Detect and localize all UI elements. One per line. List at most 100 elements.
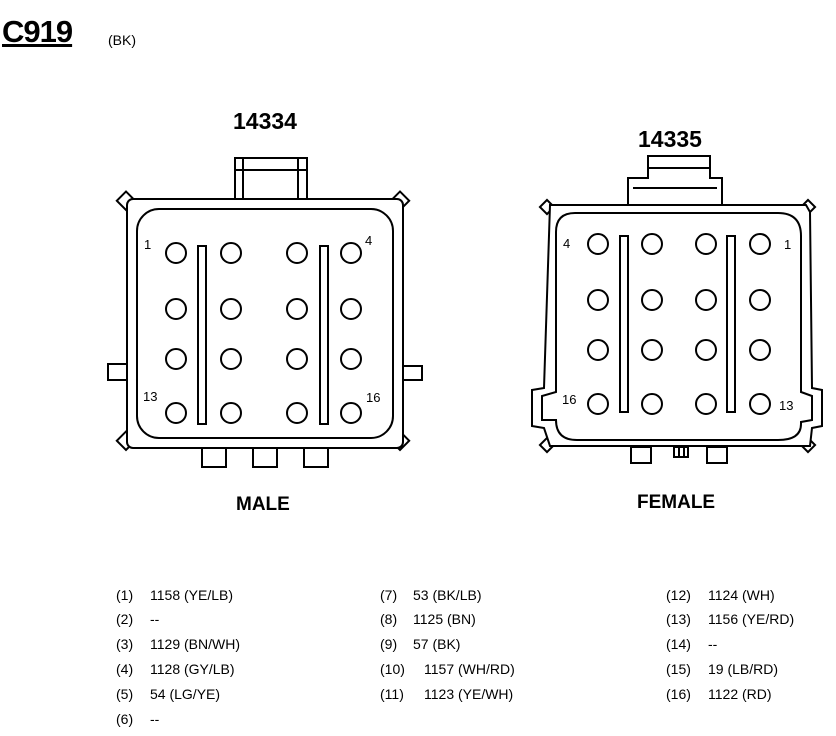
- pin-number: (6): [116, 711, 134, 727]
- pin-circuit: 54 (LG/YE): [150, 686, 221, 702]
- pin-number: (11): [380, 686, 404, 702]
- pin-socket: [165, 242, 187, 264]
- pin-socket: [587, 339, 609, 361]
- male-pin-label-4: 4: [365, 233, 372, 248]
- pin-number: (2): [116, 611, 134, 627]
- pin-socket: [749, 339, 771, 361]
- pin-socket: [340, 242, 362, 264]
- pin-circuit: 1129 (BN/WH): [150, 636, 240, 652]
- pin-circuit: 1156 (YE/RD): [708, 611, 795, 627]
- connector-id: C919: [2, 14, 73, 49]
- female-pin-label-1: 1: [784, 237, 791, 252]
- male-label: MALE: [236, 494, 290, 515]
- female-pin-label-16: 16: [562, 392, 576, 407]
- male-top-latch: [234, 157, 308, 203]
- male-pin-label-1: 1: [144, 237, 151, 252]
- pin-socket: [587, 393, 609, 415]
- pin-number: (16): [666, 686, 691, 702]
- pinout-row: (4)1128 (GY/LB): [116, 661, 235, 677]
- pinout-row: (6) --: [116, 711, 159, 727]
- male-bottom-tab: [303, 446, 329, 468]
- pin-circuit: 1122 (RD): [708, 686, 772, 702]
- pinout-row: (5) 54 (LG/YE): [116, 686, 220, 702]
- female-pin-label-4: 4: [563, 236, 570, 251]
- male-side-tab: [107, 363, 129, 381]
- pin-socket: [749, 393, 771, 415]
- pin-number: (4): [116, 661, 134, 677]
- pin-socket: [641, 393, 663, 415]
- male-pin-label-16: 16: [366, 390, 380, 405]
- pin-circuit: 19 (LB/RD): [708, 661, 779, 677]
- pin-socket: [220, 348, 242, 370]
- pin-socket: [695, 233, 717, 255]
- pinout-row: (7)53 (BK/LB): [380, 587, 481, 603]
- pinout-row: (15) 19 (LB/RD): [666, 661, 778, 677]
- male-inner-shell: [136, 208, 394, 439]
- pinout-row: (3) 1129 (BN/WH): [116, 636, 240, 652]
- pin-socket: [165, 298, 187, 320]
- pin-socket: [286, 348, 308, 370]
- pin-socket: [695, 339, 717, 361]
- pin-socket: [749, 233, 771, 255]
- female-label: FEMALE: [637, 492, 716, 513]
- pin-socket: [220, 242, 242, 264]
- pin-circuit: 53 (BK/LB): [413, 587, 482, 603]
- pin-circuit: 1125 (BN): [413, 611, 476, 627]
- female-outer-shell: [531, 204, 823, 447]
- pinout-row: (12) 1124 (WH): [666, 587, 775, 603]
- male-part-number: 14334: [233, 108, 297, 134]
- pin-number: (1): [116, 587, 134, 603]
- male-side-tab: [401, 365, 423, 381]
- pin-circuit: 57 (BK): [413, 636, 461, 652]
- female-part-number: 14335: [638, 126, 702, 152]
- pin-circuit: 1124 (WH): [708, 587, 775, 603]
- pinout-row: (14) --: [666, 636, 717, 652]
- male-pin-labels: 1 4 13 16: [143, 233, 380, 405]
- pin-socket: [749, 289, 771, 311]
- pin-socket: [286, 298, 308, 320]
- pin-socket: [641, 339, 663, 361]
- female-pin-grid: [587, 233, 771, 415]
- pinout-row: (2) --: [116, 611, 159, 627]
- pin-socket: [220, 298, 242, 320]
- pin-socket: [165, 402, 187, 424]
- pin-circuit: --: [150, 611, 160, 627]
- pinout-row: (8) 1125 (BN): [380, 611, 476, 627]
- pin-circuit: 1157 (WH/RD): [424, 661, 515, 677]
- pin-socket: [340, 298, 362, 320]
- pin-number: (5): [116, 686, 134, 702]
- pin-socket: [641, 233, 663, 255]
- pin-number: (3): [116, 636, 134, 652]
- pin-circuit: 1123 (YE/WH): [424, 686, 514, 702]
- female-pin-label-13: 13: [779, 398, 793, 413]
- pin-socket: [695, 289, 717, 311]
- pinout-row: (11) 1123 (YE/WH): [380, 686, 513, 702]
- female-top-latch: [627, 165, 723, 205]
- pin-circuit: --: [708, 636, 718, 652]
- male-bottom-tab: [201, 446, 227, 468]
- pin-number: (15): [666, 661, 691, 677]
- pin-number: (8): [380, 611, 398, 627]
- pin-number: (14): [666, 636, 691, 652]
- female-inner-shell: [541, 212, 813, 441]
- pin-number: (10): [380, 661, 405, 677]
- pin-circuit: 1158 (YE/LB): [150, 587, 234, 603]
- pinout-row: (13) 1156 (YE/RD): [666, 611, 794, 627]
- pin-circuit: --: [150, 711, 160, 727]
- male-connector: [107, 157, 423, 468]
- male-divider: [319, 245, 329, 425]
- female-connector: [531, 155, 823, 464]
- pinout-row: (1) 1158 (YE/LB): [116, 587, 233, 603]
- pinout-row: (9) 57 (BK): [380, 636, 460, 652]
- pin-socket: [220, 402, 242, 424]
- pinout-row: (10) 1157 (WH/RD): [380, 661, 515, 677]
- pin-number: (9): [380, 636, 398, 652]
- male-outer-shell: [126, 198, 404, 449]
- male-bottom-tab: [252, 446, 278, 468]
- male-pin-grid: [165, 242, 362, 424]
- pin-number: (13): [666, 611, 691, 627]
- male-pin-label-13: 13: [143, 389, 157, 404]
- pin-number: (12): [666, 587, 691, 603]
- pin-socket: [286, 402, 308, 424]
